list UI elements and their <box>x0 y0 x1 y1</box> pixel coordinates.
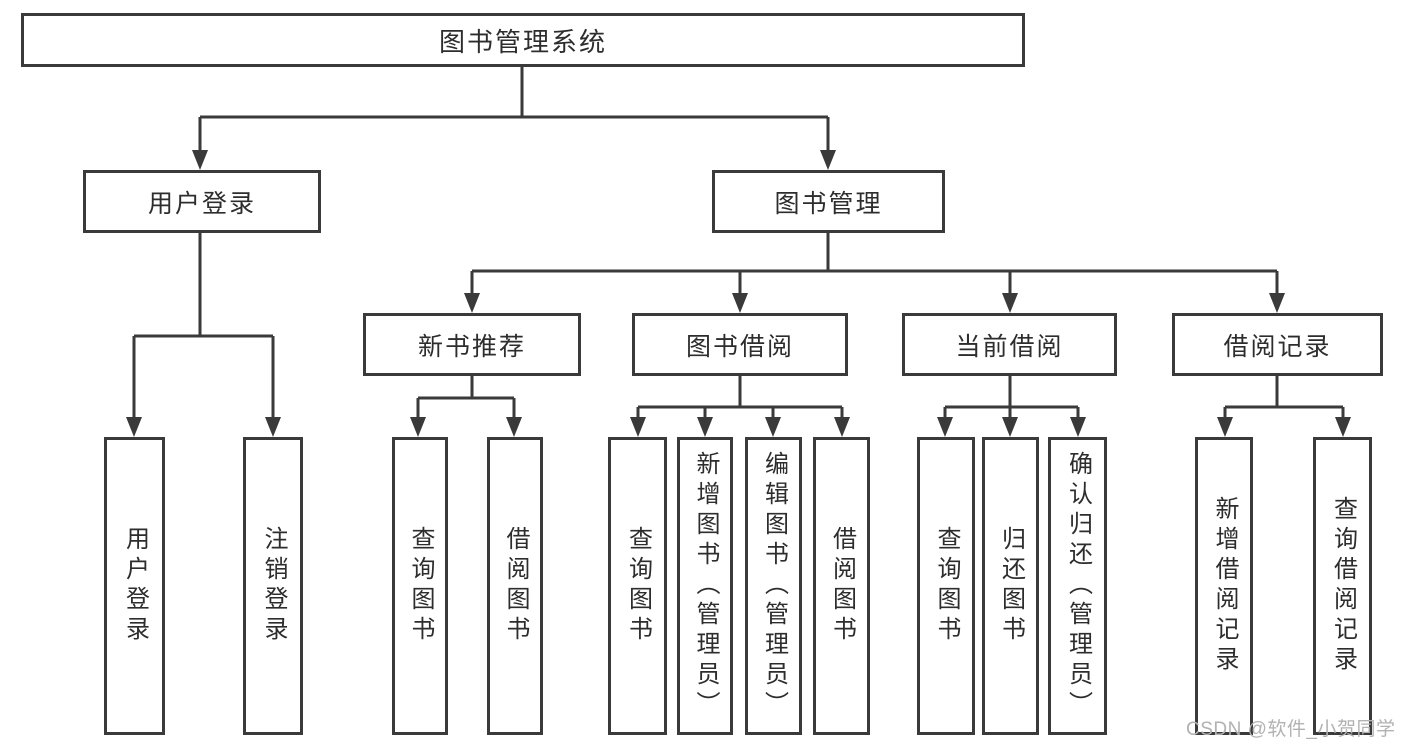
node-new-book-recommend: 新书推荐 <box>363 313 581 376</box>
leaf-add-borrow-record: 新增借阅记录 <box>1195 437 1253 735</box>
arrow-down-icon <box>1269 293 1285 313</box>
leaf-logout: 注销登录 <box>243 437 303 735</box>
node-borrow-records: 借阅记录 <box>1172 313 1383 376</box>
arrow-down-icon <box>1217 417 1233 437</box>
tree-edges <box>132 67 1345 427</box>
arrow-down-icon <box>820 150 836 170</box>
arrow-down-icon <box>1002 417 1018 437</box>
csdn-watermark: CSDN @软件_小贺同学 <box>1186 719 1396 740</box>
arrow-down-icons <box>126 150 1351 437</box>
arrow-down-icon <box>192 150 208 170</box>
leaf-borrow-books: 借阅图书 <box>813 437 870 735</box>
arrow-down-icon <box>410 417 426 437</box>
arrow-down-icon <box>506 417 522 437</box>
node-user-login: 用户登录 <box>83 170 321 233</box>
arrow-down-icon <box>937 417 953 437</box>
leaf-query-books-borrow: 查询图书 <box>608 437 667 735</box>
leaf-edit-book-admin: 编辑图书（管理员） <box>745 437 802 735</box>
arrow-down-icon <box>1070 417 1086 437</box>
leaf-user-login: 用户登录 <box>104 437 165 735</box>
arrow-down-icon <box>1002 293 1018 313</box>
node-book-management: 图书管理 <box>712 170 945 233</box>
node-book-borrow: 图书借阅 <box>632 313 848 376</box>
leaf-query-books-current: 查询图书 <box>917 437 975 735</box>
arrow-down-icon <box>265 417 281 437</box>
node-current-borrow: 当前借阅 <box>902 313 1117 376</box>
node-root: 图书管理系统 <box>21 13 1025 67</box>
arrow-down-icon <box>1335 417 1351 437</box>
leaf-query-books-recommend: 查询图书 <box>392 437 448 735</box>
arrow-down-icon <box>697 417 713 437</box>
leaf-return-book: 归还图书 <box>982 437 1039 735</box>
arrow-down-icon <box>126 417 142 437</box>
leaf-borrow-books-recommend: 借阅图书 <box>487 437 543 735</box>
arrow-down-icon <box>630 417 646 437</box>
arrow-down-icon <box>464 293 480 313</box>
leaf-confirm-return-admin: 确认归还（管理员） <box>1048 437 1107 735</box>
arrow-down-icon <box>732 293 748 313</box>
arrow-down-icon <box>834 417 850 437</box>
arrow-down-icon <box>765 417 781 437</box>
leaf-query-borrow-record: 查询借阅记录 <box>1313 437 1372 735</box>
leaf-add-book-admin: 新增图书（管理员） <box>677 437 733 735</box>
